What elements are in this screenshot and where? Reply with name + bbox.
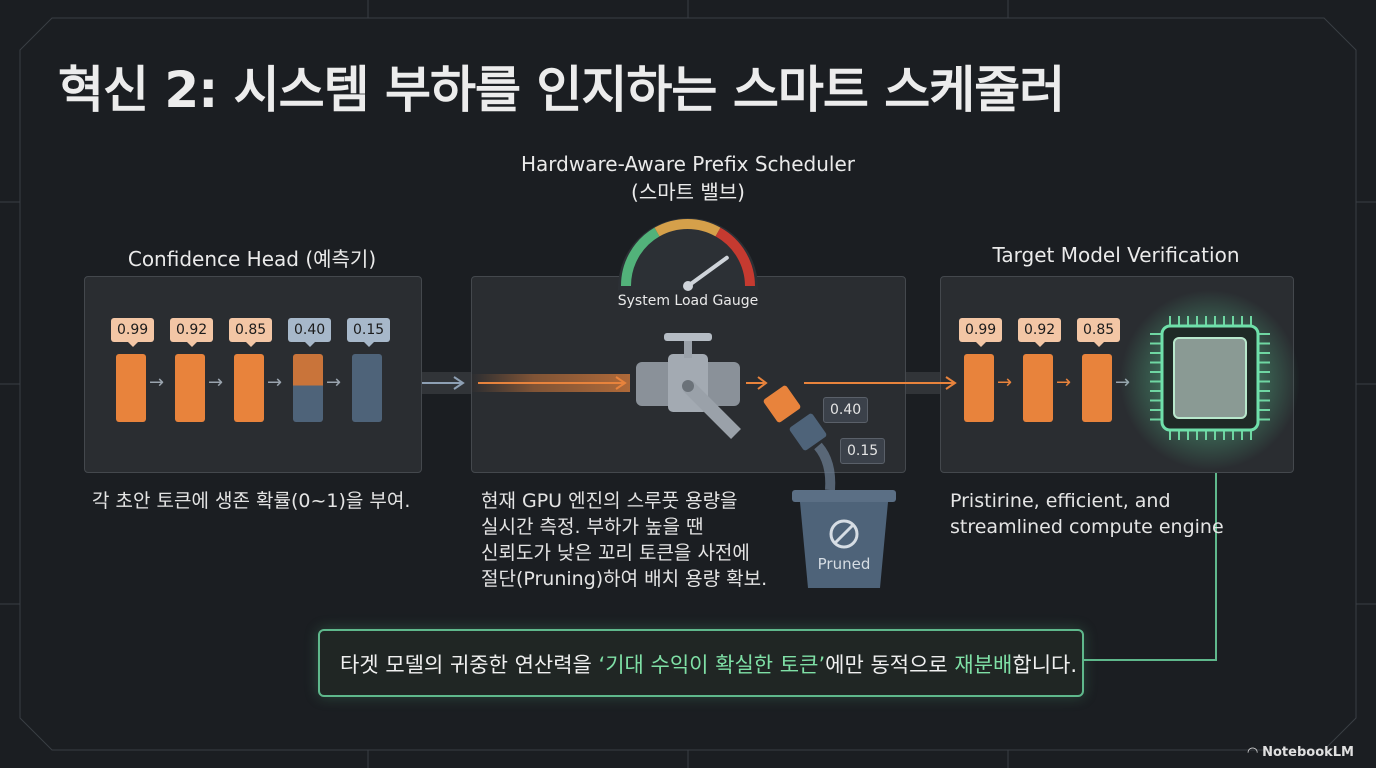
- scheduler-description-line: 실시간 측정. 부하가 높을 땐: [481, 516, 704, 538]
- trash-bin-icon: [792, 490, 896, 588]
- flow-arrow-icon: →: [267, 372, 283, 393]
- target-token-label: 0.99: [959, 318, 1003, 347]
- scheduler-title-line1: Hardware-Aware Prefix Scheduler: [521, 152, 855, 176]
- logo-text: NotebookLM: [1262, 745, 1354, 760]
- page-title: 혁신 2: 시스템 부하를 인지하는 스마트 스케줄러: [58, 61, 1065, 119]
- target-token: [964, 354, 994, 422]
- confidence-title: Confidence Head (예측기): [127, 247, 377, 271]
- target-token: [1082, 354, 1112, 422]
- confidence-token-label: 0.92: [170, 318, 214, 347]
- notebooklm-logo: ◠ NotebookLM: [1247, 745, 1354, 760]
- target-token-label: 0.92: [1018, 318, 1062, 347]
- summary-text: 타겟 모델의 귀중한 연산력을 ‘기대 수익이 확실한 토큰’에만 동적으로 재…: [340, 649, 1077, 679]
- summary-part: 타겟 모델의 귀중한 연산력을: [340, 653, 599, 677]
- scheduler-description-line: 신뢰도가 낮은 꼬리 토큰을 사전에: [481, 542, 750, 564]
- summary-part: 합니다.: [1012, 653, 1078, 677]
- summary-highlight: 재분배: [954, 653, 1013, 677]
- pruned-token-label-2: 0.15: [840, 438, 886, 464]
- confidence-token: [293, 354, 323, 422]
- flow-arrow-icon: →: [997, 372, 1013, 393]
- summary-callout: 타겟 모델의 귀중한 연산력을 ‘기대 수익이 확실한 토큰’에만 동적으로 재…: [318, 629, 1084, 697]
- pruned-token-label-1: 0.40: [823, 397, 869, 423]
- confidence-token: [175, 354, 205, 422]
- scheduler-title-line2: (스마트 밸브): [631, 180, 745, 204]
- pruned-bin-label: Pruned: [817, 555, 871, 573]
- summary-part: 에만 동적으로: [825, 653, 955, 677]
- flow-arrow-icon: →: [149, 372, 165, 393]
- system-load-gauge: [618, 218, 758, 291]
- target-token-label: 0.85: [1077, 318, 1121, 347]
- confidence-token-label: 0.40: [288, 318, 332, 347]
- target-description-line: streamlined compute engine: [950, 516, 1224, 538]
- target-description-line: Pristirine, efficient, and: [950, 490, 1171, 512]
- confidence-token-label: 0.99: [111, 318, 155, 347]
- flow-arrow-icon: →: [326, 372, 342, 393]
- confidence-token-label: 0.85: [229, 318, 273, 347]
- summary-highlight: ‘기대 수익이 확실한 토큰’: [598, 653, 826, 677]
- confidence-description: 각 초안 토큰에 생존 확률(0~1)을 부여.: [92, 490, 411, 512]
- flow-arrow-icon: →: [208, 372, 224, 393]
- target-description: Pristirine, efficient, and streamlined c…: [950, 488, 1224, 540]
- target-token: [1023, 354, 1053, 422]
- confidence-token: [352, 354, 382, 422]
- confidence-token: [116, 354, 146, 422]
- chip-pins: [1150, 316, 1270, 440]
- confidence-token-label: 0.15: [347, 318, 391, 347]
- confidence-token: [234, 354, 264, 422]
- scheduler-description-line: 현재 GPU 엔진의 스루풋 용량을: [481, 490, 738, 512]
- gauge-label: System Load Gauge: [617, 293, 759, 309]
- scheduler-title: Hardware-Aware Prefix Scheduler (스마트 밸브): [488, 152, 888, 205]
- scheduler-description: 현재 GPU 엔진의 스루풋 용량을 실시간 측정. 부하가 높을 땐 신뢰도가…: [481, 488, 767, 592]
- scheduler-description-line: 절단(Pruning)하여 배치 용량 확보.: [481, 568, 768, 590]
- flow-arrow-icon: →: [1056, 372, 1072, 393]
- valve-icon: [636, 333, 741, 439]
- target-title: Target Model Verification: [992, 243, 1240, 267]
